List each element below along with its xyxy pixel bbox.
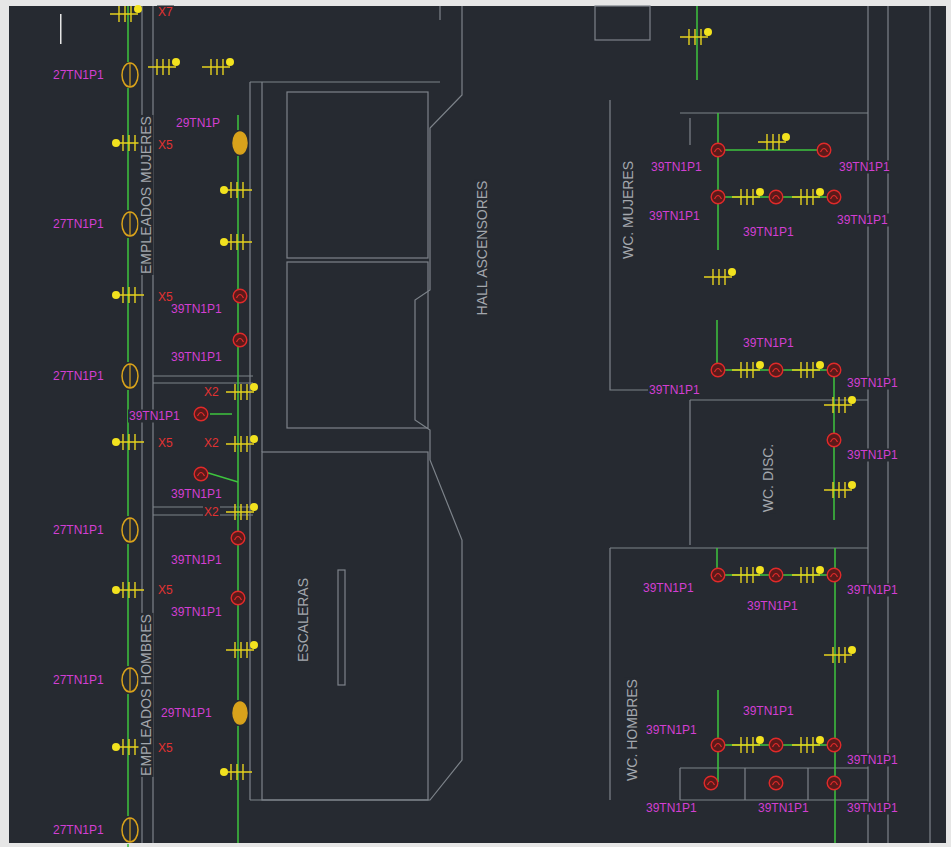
outlet-symbols (110, 5, 856, 780)
room-label: WC. HOMBRES (625, 678, 640, 782)
circuit-label: 39TN1P1 (648, 210, 701, 223)
room-label: EMPLEADOS MUJERES (139, 115, 154, 275)
circuit-label: 39TN1P1 (846, 584, 899, 597)
walls (142, 6, 930, 843)
outlet-tag: X5 (157, 584, 174, 597)
room-label: WC. DISC. (761, 443, 776, 513)
circuit-label: 39TN1P1 (846, 377, 899, 390)
circuit-label: 39TN1P1 (170, 606, 223, 619)
circuit-label: 27TN1P1 (52, 674, 105, 687)
room-label: HALL ASCENSORES (475, 180, 490, 317)
circuit-label: 39TN1P1 (170, 488, 223, 501)
circuit-label: 39TN1P1 (170, 303, 223, 316)
circuit-label: 39TN1P1 (846, 754, 899, 767)
circuit-label: 39TN1P1 (645, 802, 698, 815)
outlet-tag: X2 (203, 506, 220, 519)
circuit-label: 39TN1P1 (742, 337, 795, 350)
outlet-tag: X5 (157, 437, 174, 450)
circuit-label: 39TN1P1 (836, 214, 889, 227)
circuit-label: 27TN1P1 (52, 524, 105, 537)
circuit-label: 39TN1P1 (838, 161, 891, 174)
luminaire-symbols (122, 63, 247, 842)
outlet-tag: X5 (157, 742, 174, 755)
circuit-label: 27TN1P1 (52, 370, 105, 383)
circuit-label: 39TN1P1 (645, 724, 698, 737)
circuit-label: 39TN1P1 (170, 351, 223, 364)
room-label: ESCALERAS (296, 577, 311, 663)
outlet-tag: X2 (203, 386, 220, 399)
circuit-label: 39TN1P1 (128, 410, 181, 423)
circuit-label: 39TN1P1 (746, 600, 799, 613)
circuit-label: 39TN1P1 (846, 802, 899, 815)
circuit-label: 27TN1P1 (52, 69, 105, 82)
circuit-label: 39TN1P1 (742, 705, 795, 718)
wires (128, 6, 835, 847)
room-label: WC. MUJERES (621, 160, 636, 260)
circuit-label: 39TN1P1 (642, 582, 695, 595)
circuit-label: 27TN1P1 (52, 824, 105, 837)
circuit-label: 29TN1P1 (160, 707, 213, 720)
outlet-tag: X7 (157, 6, 174, 19)
circuit-label: 39TN1P1 (846, 449, 899, 462)
circuit-label: 27TN1P1 (52, 218, 105, 231)
circuit-label: 39TN1P1 (648, 384, 701, 397)
circuit-label: 39TN1P1 (170, 554, 223, 567)
circuit-label: 39TN1P1 (757, 802, 810, 815)
circuit-label: 29TN1P (175, 117, 221, 130)
outlet-tag: X2 (203, 437, 220, 450)
circuit-label: 39TN1P1 (742, 226, 795, 239)
sensor-symbols (194, 143, 841, 790)
circuit-label: 39TN1P1 (650, 161, 703, 174)
room-label: EMPLEADOS HOMBRES (139, 613, 154, 777)
outlet-tag: X5 (157, 139, 174, 152)
